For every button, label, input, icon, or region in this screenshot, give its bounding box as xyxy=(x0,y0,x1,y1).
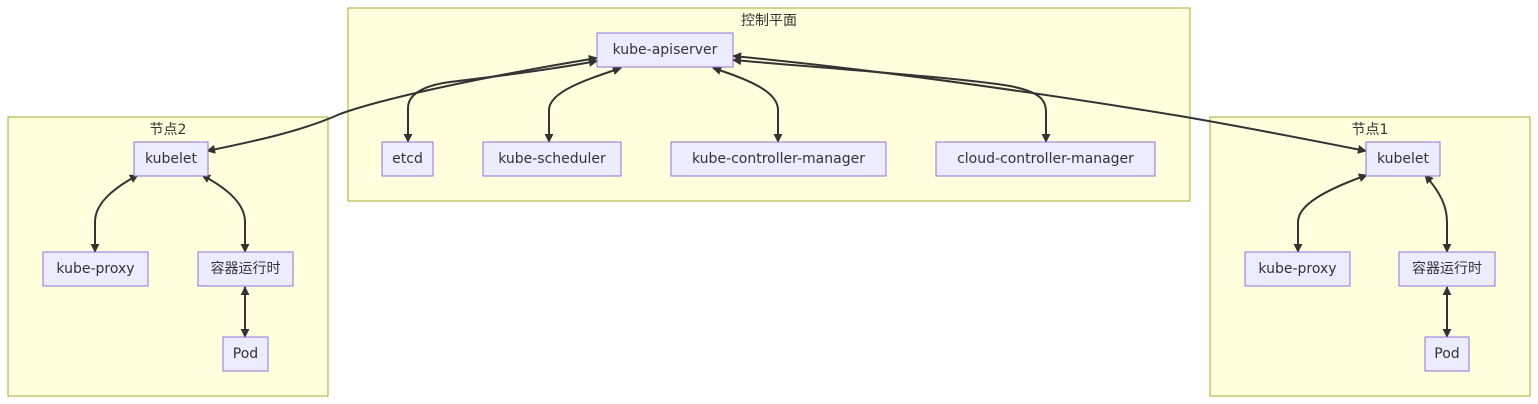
node-etcd-label: etcd xyxy=(392,151,423,167)
cluster-node1-label: 节点1 xyxy=(1352,122,1389,138)
node2-kubelet-label: kubelet xyxy=(145,151,198,167)
node1-container-runtime-label: 容器运行时 xyxy=(1412,260,1482,277)
cluster-node2-label: 节点2 xyxy=(150,122,187,138)
edge-node1-kubelet-runtime xyxy=(1424,174,1452,253)
node-kube-scheduler[interactable]: kube-scheduler xyxy=(482,141,622,177)
node1-pod-label: Pod xyxy=(1434,346,1459,362)
node-cloud-controller-manager[interactable]: cloud-controller-manager xyxy=(935,141,1156,177)
cluster-control-plane-label: 控制平面 xyxy=(741,13,797,29)
node1-kubelet[interactable]: kubelet xyxy=(1365,141,1441,177)
edge-apiserver-node1-kubelet xyxy=(732,52,1367,154)
edge-node2-kubelet-runtime xyxy=(201,174,250,253)
node2-kube-proxy[interactable]: kube-proxy xyxy=(42,251,149,287)
node1-kubelet-label: kubelet xyxy=(1377,151,1430,167)
node-etcd[interactable]: etcd xyxy=(381,141,434,177)
node-kube-controller-manager[interactable]: kube-controller-manager xyxy=(670,141,887,177)
node-kube-scheduler-label: kube-scheduler xyxy=(498,151,606,167)
edges xyxy=(90,52,1452,338)
node1-kube-proxy[interactable]: kube-proxy xyxy=(1244,251,1351,287)
node2-container-runtime[interactable]: 容器运行时 xyxy=(197,251,294,287)
node2-pod[interactable]: Pod xyxy=(222,336,269,372)
node2-container-runtime-label: 容器运行时 xyxy=(211,260,281,277)
node2-kube-proxy-label: kube-proxy xyxy=(56,261,134,277)
node-kube-apiserver-label: kube-apiserver xyxy=(613,42,718,58)
node2-kubelet[interactable]: kubelet xyxy=(133,141,209,177)
node-kube-controller-manager-label: kube-controller-manager xyxy=(692,151,865,167)
node-kube-apiserver[interactable]: kube-apiserver xyxy=(596,32,734,68)
node1-kube-proxy-label: kube-proxy xyxy=(1258,261,1336,277)
node1-pod[interactable]: Pod xyxy=(1424,336,1470,372)
edge-node2-kubelet-proxy xyxy=(90,174,139,253)
edge-apiserver-node2-kubelet xyxy=(206,54,598,154)
edge-node1-kubelet-proxy xyxy=(1293,173,1368,253)
node-cloud-controller-manager-label: cloud-controller-manager xyxy=(957,151,1134,167)
node2-pod-label: Pod xyxy=(233,346,258,362)
node1-container-runtime[interactable]: 容器运行时 xyxy=(1398,251,1496,287)
